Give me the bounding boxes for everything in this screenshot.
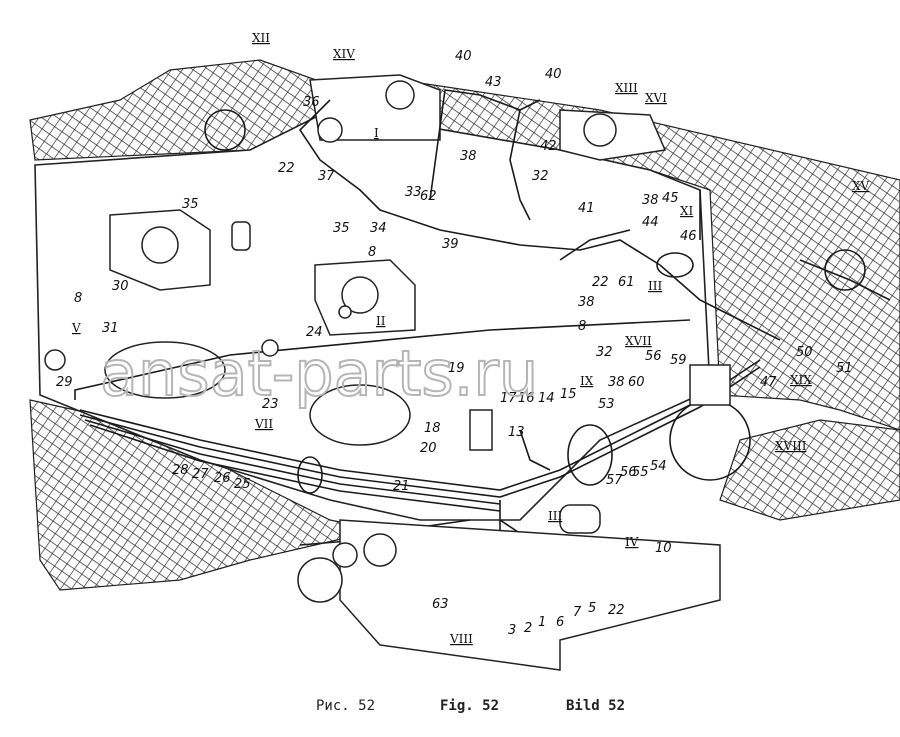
- number-label: 2: [524, 621, 532, 636]
- number-label: 44: [642, 215, 659, 230]
- number-label: 8: [368, 245, 376, 260]
- number-label: 42: [540, 139, 557, 154]
- number-label: 23: [262, 397, 279, 412]
- number-label: 54: [650, 459, 667, 474]
- number-label: 32: [532, 169, 549, 184]
- number-label: 20: [420, 441, 437, 456]
- number-label: 45: [662, 191, 679, 206]
- number-label: 35: [182, 197, 199, 212]
- number-label: 56: [620, 465, 637, 480]
- number-label: 34: [370, 221, 387, 236]
- number-label: 57: [606, 473, 623, 488]
- roman-label: I: [374, 126, 379, 140]
- mounts: [104, 74, 667, 446]
- roman-label: VIII: [449, 632, 473, 646]
- number-label: 8: [74, 291, 82, 306]
- number-label: 38: [608, 375, 625, 390]
- number-label: 61: [618, 275, 635, 290]
- roman-label: XI: [680, 204, 694, 218]
- number-label: 53: [598, 397, 615, 412]
- number-label: 6: [556, 615, 564, 630]
- number-label: 10: [655, 541, 672, 556]
- caption-ru: Рис. 52: [316, 698, 376, 714]
- number-label: 7: [573, 605, 582, 620]
- watermark: ansat-parts.ru: [100, 337, 538, 410]
- number-label: 51: [836, 361, 853, 376]
- number-label: 3: [508, 623, 516, 638]
- roman-label: XVI: [645, 91, 667, 105]
- number-label: 62: [420, 189, 437, 204]
- number-label: 14: [538, 391, 555, 406]
- number-label: 46: [680, 229, 697, 244]
- number-label: 55: [632, 465, 649, 480]
- roman-label: XIX: [790, 373, 812, 387]
- number-label: 26: [214, 471, 231, 486]
- number-label: 25: [234, 477, 251, 492]
- number-label: 21: [393, 479, 410, 494]
- number-label: 56: [645, 349, 662, 364]
- number-label: 35: [333, 221, 350, 236]
- caption-en: Fig. 52: [440, 698, 500, 714]
- number-label: 50: [796, 345, 813, 360]
- number-label: 22: [592, 275, 609, 290]
- number-label: 15: [560, 387, 577, 402]
- roman-label: XIV: [333, 47, 355, 61]
- number-label: 36: [303, 95, 320, 110]
- roman-label: VII: [254, 417, 273, 431]
- number-label: 29: [56, 375, 73, 390]
- number-label: 38: [642, 193, 659, 208]
- number-label: 39: [442, 237, 459, 252]
- number-label: 37: [318, 169, 335, 184]
- roman-label: XII: [252, 31, 270, 45]
- roman-label: III: [548, 509, 562, 523]
- number-label: 30: [112, 279, 129, 294]
- number-label: 8: [578, 319, 586, 334]
- caption-de: Bild 52: [566, 698, 626, 714]
- roman-label: IX: [580, 374, 594, 388]
- number-label: 16: [518, 391, 535, 406]
- number-label: 60: [628, 375, 645, 390]
- number-label: 38: [578, 295, 595, 310]
- number-label: 28: [172, 463, 189, 478]
- right-lower-panel: [719, 419, 900, 521]
- number-label: 31: [102, 321, 119, 336]
- number-label: 19: [448, 361, 465, 376]
- number-label: 22: [608, 603, 625, 618]
- roman-label: XVII: [625, 334, 652, 348]
- number-label: 33: [405, 185, 422, 200]
- number-label: 47: [760, 375, 777, 390]
- number-label: 43: [485, 75, 502, 90]
- number-label: 32: [596, 345, 613, 360]
- number-label: 1: [538, 615, 546, 630]
- roman-label: IV: [625, 535, 639, 549]
- number-label: 13: [508, 425, 525, 440]
- roman-label: II: [376, 314, 386, 328]
- number-label: 5: [588, 601, 596, 616]
- number-label: 38: [460, 149, 477, 164]
- lower-bracket: [44, 80, 731, 671]
- number-label: 59: [670, 353, 687, 368]
- number-label: 24: [306, 325, 323, 340]
- number-label: 18: [424, 421, 441, 436]
- part-labels: XII XIV I XIII XVI XV XI III II V XVII X…: [56, 31, 870, 646]
- number-label: 41: [578, 201, 595, 216]
- number-label: 17: [500, 391, 517, 406]
- number-label: 27: [192, 467, 209, 482]
- number-label: 63: [432, 597, 449, 612]
- roman-label: V: [71, 321, 81, 335]
- roman-label: XVIII: [775, 439, 807, 453]
- number-label: 40: [545, 67, 562, 82]
- number-label: 22: [278, 161, 295, 176]
- roman-label: XV: [852, 179, 870, 193]
- roman-label: III: [648, 279, 662, 293]
- roman-label: XIII: [615, 81, 638, 95]
- number-label: 40: [455, 49, 472, 64]
